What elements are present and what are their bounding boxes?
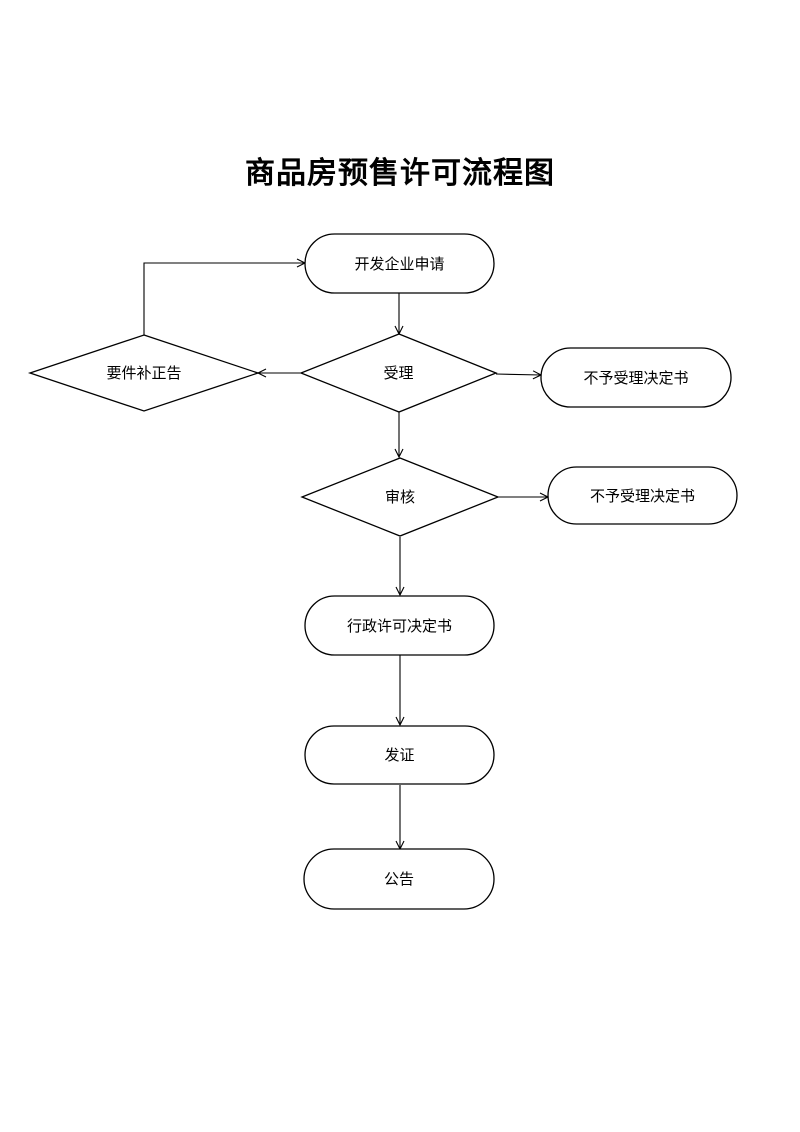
node-label: 不予受理决定书 — [583, 369, 688, 387]
terminal-shape — [540, 347, 732, 408]
node-decision: 行政许可决定书 — [304, 595, 495, 656]
decision-shape — [300, 457, 500, 537]
decision-shape — [27, 334, 261, 412]
terminal-shape — [547, 466, 738, 525]
edge-supplement-to-apply — [143, 263, 305, 335]
terminal-shape — [304, 595, 495, 656]
node-label: 发证 — [384, 746, 414, 764]
decision-shape — [299, 333, 498, 413]
node-reject-review: 不予受理决定书 — [547, 466, 738, 525]
node-label: 开发企业申请 — [354, 255, 444, 273]
node-label: 受理 — [383, 364, 413, 382]
terminal-shape — [304, 233, 495, 294]
terminal-shape — [304, 725, 495, 785]
diagram-title: 商品房预售许可流程图 — [245, 156, 555, 191]
edge-accept-to-reject — [495, 374, 541, 375]
node-label: 审核 — [385, 488, 415, 506]
node-supplement: 要件补正告 — [27, 334, 261, 412]
node-review: 审核 — [300, 457, 500, 537]
node-label: 行政许可决定书 — [347, 617, 452, 635]
node-issue: 发证 — [304, 725, 495, 785]
node-accept: 受理 — [299, 333, 498, 413]
node-apply: 开发企业申请 — [304, 233, 495, 294]
terminal-shape — [303, 848, 495, 910]
node-announce: 公告 — [303, 848, 495, 910]
node-label: 不予受理决定书 — [590, 487, 695, 505]
node-reject-accept: 不予受理决定书 — [540, 347, 732, 408]
edges — [143, 263, 548, 849]
node-label: 要件补正告 — [106, 364, 181, 382]
node-label: 公告 — [384, 870, 414, 888]
